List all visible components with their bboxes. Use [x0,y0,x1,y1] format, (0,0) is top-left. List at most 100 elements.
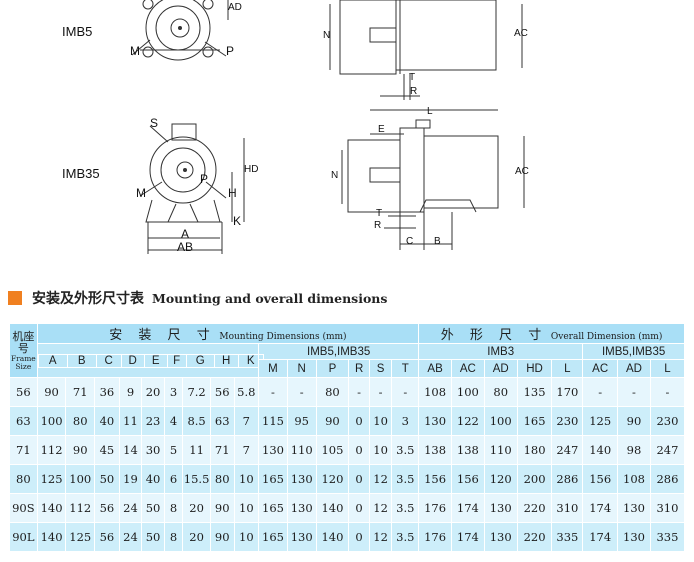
dimension-cell: 310 [649,493,686,523]
col-header-A-group: A B C D E F G H K [36,343,264,378]
dim-label-m-top: M [130,44,140,58]
dimension-cell: 5 [163,435,184,465]
dimension-cell: 56 [94,493,120,523]
col-header-B: B [66,353,97,368]
dim-label-ac-top: AC [514,28,528,39]
dimension-cell: 286 [551,464,584,494]
imb35-label: IMB35 [62,166,100,181]
dimension-cell: 108 [617,464,651,494]
dimension-cell: 50 [94,464,120,494]
frame-header-en: Frame Size [10,353,36,371]
dim-label-t-top: T [409,72,416,83]
dimension-cell: 63 [209,406,235,436]
dimension-cell: 6 [163,464,184,494]
dimension-cell: 8 [163,522,184,552]
dim-label-r-mid: R [374,220,382,231]
dimension-cell: 11 [182,435,211,465]
dimension-cell: 45 [94,435,120,465]
dimension-cell: 7 [233,406,260,436]
dimension-cell: 112 [36,435,67,465]
dim-label-n-top: N [323,30,331,41]
dimension-cell: 138 [418,435,452,465]
col-header-HD: HD [516,359,553,378]
dimension-cell: 40 [141,464,165,494]
dimension-cell: 174 [450,493,485,523]
dimension-cell: 138 [450,435,485,465]
col-header-E: E [143,353,168,368]
dimension-cell: 23 [141,406,165,436]
col-header-G: G [185,353,215,368]
dimension-cell: 80 [65,406,96,436]
frame-size-cell: 90S [9,493,38,523]
dim-label-ac-mid: AC [515,166,529,177]
dimension-cell: 230 [551,406,584,436]
dimension-cell: 110 [286,435,317,465]
dimension-cell: 10 [368,435,393,465]
dimension-cell: 9 [118,377,143,407]
dimension-cell: 80 [209,464,235,494]
dimension-cell: 12 [368,493,393,523]
dimension-cell: 165 [516,406,553,436]
dim-label-p-top: P [226,44,235,58]
dimension-cell: - [286,377,317,407]
dimension-cell: 140 [315,493,350,523]
frame-size-cell: 90L [9,522,38,552]
dimension-cell: 0 [348,522,370,552]
dimension-cell: 286 [649,464,686,494]
group-imb3: IMB3 [418,343,584,360]
dimension-cell: 156 [582,464,619,494]
dim-label-ab: AB [177,240,194,254]
dim-label-r-top: R [410,86,418,97]
dimension-cell: 110 [483,435,518,465]
dimension-cell: 130 [418,406,452,436]
dimension-cell: 3.5 [391,522,420,552]
dimension-cell: 30 [141,435,165,465]
dimension-cell: - [348,377,370,407]
dimension-cell: 140 [36,493,67,523]
dimension-cell: 56 [209,377,235,407]
mounting-header-en: Mounting Dimensions (mm) [219,332,347,342]
group-imb5-imb35-overall: IMB5,IMB35 [582,343,685,360]
dimension-cell: 176 [418,522,452,552]
dim-label-n-mid: N [331,170,339,181]
dimension-cell: 90 [65,435,96,465]
col-header-AD: AD [483,359,518,378]
dimension-cell: 90 [209,522,235,552]
dimension-cell: 130 [483,493,518,523]
dimension-cell: 80 [315,377,350,407]
dimension-cell: 135 [516,377,553,407]
dim-label-c: C [406,236,414,247]
section-title-cn: 安装及外形尺寸表 [32,291,144,307]
col-header-AC: AC [450,359,485,378]
col-header-T: T [391,359,420,378]
dim-label-k: K [233,214,242,228]
dimension-cell: 20 [182,522,211,552]
dimension-cell: 90 [209,493,235,523]
dimension-cell: 130 [286,522,317,552]
dimension-cell: - [391,377,420,407]
orange-square-icon [8,291,22,305]
dimension-cell: 50 [141,493,165,523]
frame-header: 机座号 Frame Size [9,323,38,378]
dimension-cell: 125 [36,464,67,494]
frame-size-cell: 71 [9,435,38,465]
dimension-cell: 10 [233,493,260,523]
dimension-cell: 130 [617,493,651,523]
dimension-cell: 156 [418,464,452,494]
dimension-cell: 140 [582,435,619,465]
dimension-cell: 20 [182,493,211,523]
col-header-H: H [213,353,239,368]
dimension-cell: 8.5 [182,406,211,436]
dimension-cell: 156 [450,464,485,494]
dimension-cell: 12 [368,464,393,494]
section-heading: 安装及外形尺寸表 Mounting and overall dimensions [8,288,387,308]
frame-size-cell: 80 [9,464,38,494]
dim-label-b: B [434,236,441,247]
dimension-cell: 3.5 [391,435,420,465]
dimension-cell: - [368,377,393,407]
dimension-cell: 125 [582,406,619,436]
dimension-cell: 335 [551,522,584,552]
dimension-cell: 24 [118,493,143,523]
